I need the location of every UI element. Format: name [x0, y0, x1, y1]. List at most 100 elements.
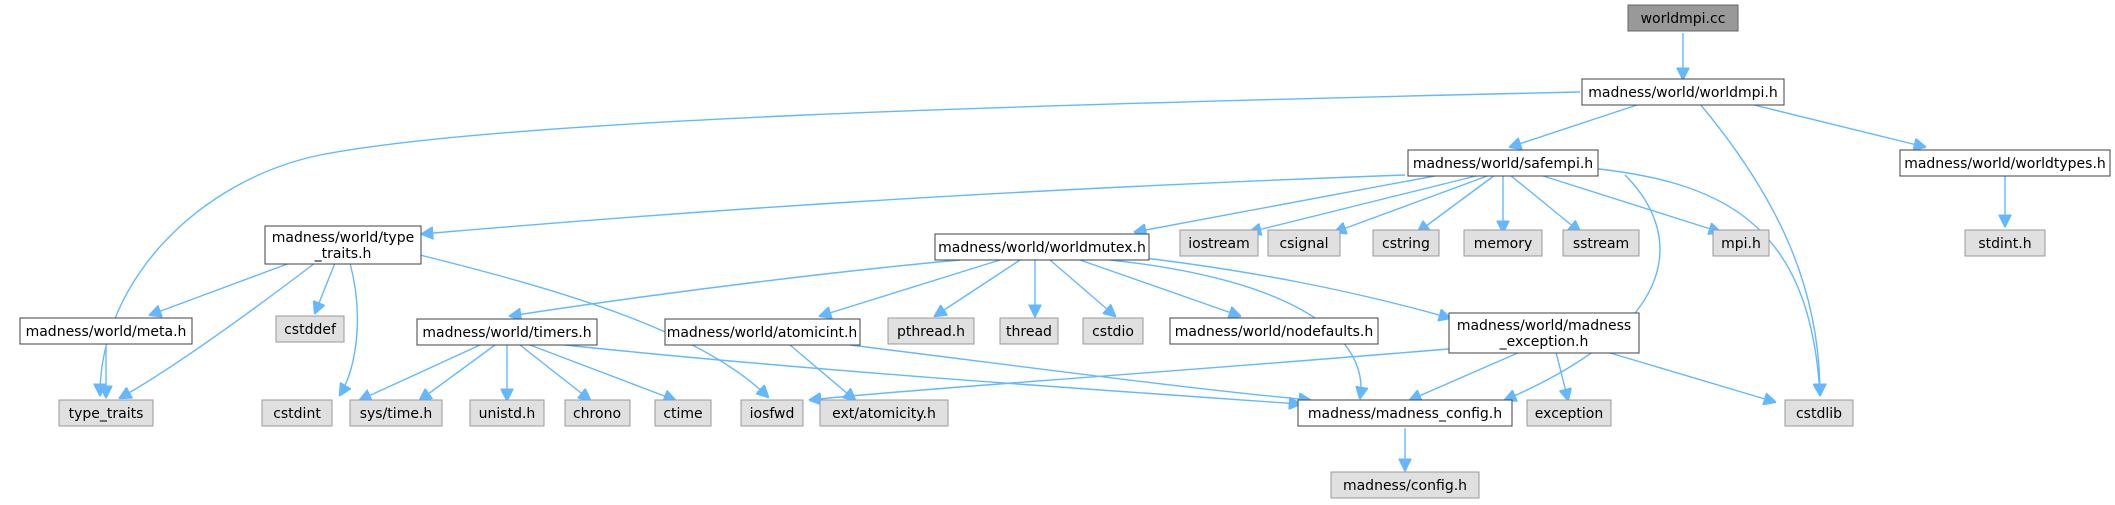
edge-timers-chrono [519, 344, 590, 400]
node-madness-exception-h[interactable]: madness/world/madness _exception.h [1448, 312, 1640, 354]
edge-worldmutex-nodefaults [1079, 259, 1240, 316]
node-label: exception [1535, 406, 1603, 422]
edge-worldmpi-safempi [1510, 103, 1641, 147]
node-label: madness/world/safempi.h [1413, 156, 1593, 172]
node-label: cstdlib [1796, 406, 1842, 422]
node-label: madness/world/meta.h [26, 324, 187, 340]
node-sys-time-h[interactable]: sys/time.h [349, 399, 443, 427]
node-label: chrono [573, 406, 621, 422]
node-label: ctime [663, 406, 702, 422]
edge-safempi-madness_config [1505, 174, 1661, 400]
node-unistd-h[interactable]: unistd.h [469, 399, 545, 427]
node-csignal[interactable]: csignal [1267, 229, 1341, 257]
node-thread[interactable]: thread [999, 317, 1059, 345]
edge-atomicint-ext_atomicity [789, 344, 855, 400]
edge-type_traits_h-meta [150, 262, 291, 315]
node-ext-atomicity-h[interactable]: ext/atomicity.h [819, 399, 949, 427]
node-label: worldmpi.cc [1641, 11, 1726, 27]
node-cstdint[interactable]: cstdint [261, 399, 333, 427]
edge-type_traits_h-iosfwd [419, 254, 768, 397]
node-pthread-h[interactable]: pthread.h [887, 317, 975, 345]
node-label: madness/world/nodefaults.h [1175, 324, 1373, 340]
edge-worldmutex-madness_exception [1119, 254, 1450, 318]
node-config-h[interactable]: madness/config.h [1330, 471, 1480, 499]
edge-worldmpi-cstdlib [1699, 103, 1820, 395]
node-label: memory [1474, 236, 1533, 252]
edge-madness_exception-cstdlib [1599, 349, 1775, 402]
node-worldtypes-h[interactable]: madness/world/worldtypes.h [1899, 149, 2111, 177]
node-cstdio[interactable]: cstdio [1082, 317, 1144, 345]
edges [100, 33, 2005, 470]
node-cstdlib[interactable]: cstdlib [1784, 399, 1854, 427]
edge-type_traits_h-cstdint [340, 262, 359, 395]
node-madness-config-h[interactable]: madness/madness_config.h [1297, 399, 1513, 427]
node-label: mpi.h [1721, 236, 1761, 252]
node-safempi-h[interactable]: madness/world/safempi.h [1407, 149, 1599, 177]
node-label: iostream [1188, 236, 1250, 252]
node-nodefaults-h[interactable]: madness/world/nodefaults.h [1169, 317, 1379, 345]
edge-worldmutex-cstdio [1049, 259, 1115, 316]
edge-timers-sys_time [420, 344, 496, 400]
node-label: csignal [1279, 236, 1328, 252]
edge-worldmpi-type_traits [100, 91, 1581, 395]
node-label: ext/atomicity.h [832, 406, 936, 422]
node-label: iosfwd [750, 406, 795, 422]
edge-type_traits_h-type_traits [120, 262, 316, 398]
edge-safempi-cstdlib [1579, 166, 1820, 395]
edge-madness_exception-madness_config [1410, 351, 1521, 400]
node-label-line2: _traits.h [314, 246, 372, 262]
edge-madness_exception-exception [1555, 351, 1568, 400]
edge-worldmutex-atomicint [820, 259, 1001, 316]
nodes: worldmpi.cc madness/world/worldmpi.h mad… [19, 4, 2111, 499]
node-timers-h[interactable]: madness/world/timers.h [416, 318, 598, 346]
node-label: pthread.h [897, 324, 965, 340]
node-label: type_traits [69, 406, 144, 422]
edge-safempi-cstring [1418, 174, 1496, 232]
node-cstddef[interactable]: cstddef [275, 315, 345, 343]
node-label: madness/world/worldtypes.h [1904, 156, 2106, 172]
edge-timers-ctime [529, 344, 675, 400]
node-stdint-h[interactable]: stdint.h [1964, 229, 2046, 257]
node-atomicint-h[interactable]: madness/world/atomicint.h [664, 318, 861, 346]
edge-safempi-sstream [1509, 174, 1580, 232]
node-label: madness/world/atomicint.h [667, 325, 858, 341]
node-worldmpi-cc[interactable]: worldmpi.cc [1627, 4, 1739, 32]
edge-madness_exception-iosfwd [810, 347, 1461, 400]
edge-timers-cstdint [360, 344, 481, 400]
edge-timers-madness_config [564, 344, 1300, 404]
node-cstring[interactable]: cstring [1372, 229, 1440, 257]
edge-atomicint-madness_config [849, 344, 1310, 400]
node-label-line1: madness/world/type [272, 230, 414, 246]
node-label: cstdint [273, 406, 321, 422]
node-label-line2: _exception.h [1499, 334, 1589, 350]
node-iosfwd[interactable]: iosfwd [740, 399, 804, 427]
node-worldmutex-h[interactable]: madness/world/worldmutex.h [934, 233, 1150, 261]
node-worldmpi-h[interactable]: madness/world/worldmpi.h [1581, 78, 1785, 106]
node-label: cstdio [1092, 324, 1134, 340]
node-meta-h[interactable]: madness/world/meta.h [19, 317, 193, 345]
node-exception[interactable]: exception [1526, 399, 1612, 427]
node-type-traits[interactable]: type_traits [58, 399, 154, 427]
node-iostream[interactable]: iostream [1179, 229, 1259, 257]
node-ctime[interactable]: ctime [654, 399, 712, 427]
edge-worldmpi-worldtypes [1749, 103, 1925, 147]
edge-safempi-iostream [1250, 174, 1481, 232]
node-label: madness/madness_config.h [1308, 406, 1502, 422]
node-label: sys/time.h [360, 406, 433, 422]
node-label: cstring [1382, 236, 1430, 252]
node-chrono[interactable]: chrono [564, 399, 631, 427]
node-label: stdint.h [1978, 236, 2031, 252]
node-label: thread [1006, 324, 1052, 340]
node-label: madness/world/timers.h [422, 325, 591, 341]
node-label-line1: madness/world/madness [1457, 318, 1631, 334]
node-label: sstream [1573, 236, 1629, 252]
node-mpi-h[interactable]: mpi.h [1712, 229, 1770, 257]
edge-worldmutex-pthread [935, 259, 1021, 316]
node-memory[interactable]: memory [1463, 229, 1543, 257]
node-type-traits-h[interactable]: madness/world/type _traits.h [264, 225, 422, 265]
node-label: madness/world/worldmpi.h [1588, 85, 1777, 101]
edge-safempi-worldmutex [1135, 174, 1441, 232]
node-sstream[interactable]: sstream [1562, 229, 1640, 257]
edge-safempi-mpi_h [1539, 174, 1720, 232]
